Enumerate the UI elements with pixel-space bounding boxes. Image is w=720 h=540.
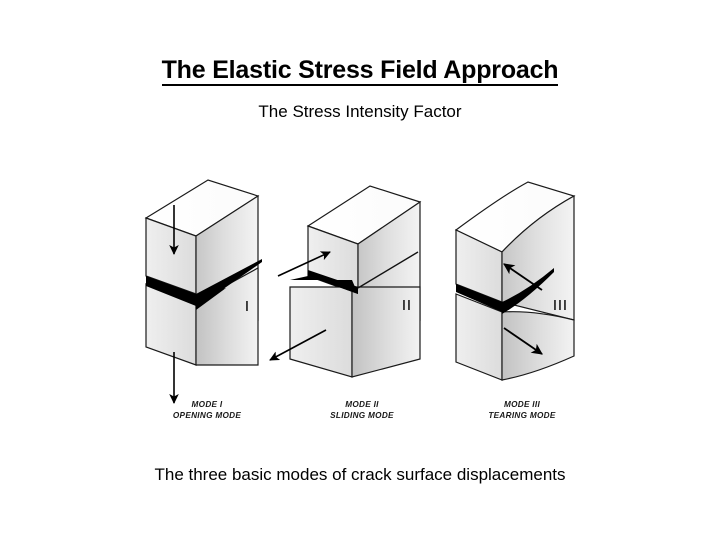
mode-ii-label-line1: MODE II (345, 400, 379, 409)
mode-iii-label-line2: TEARING MODE (488, 411, 556, 420)
mode-iii-front-face-upper (501, 194, 575, 321)
mode-ii-crack-offset-face (290, 276, 358, 294)
mode-iii-arrow-downright (503, 327, 543, 355)
page-subtitle: The Stress Intensity Factor (258, 102, 462, 121)
mode-iii-marker (554, 300, 566, 310)
crack-modes-figure: MODE I OPENING MODE (130, 160, 600, 430)
mode-iii-block-group (454, 181, 576, 381)
mode-ii-label-line2: SLIDING MODE (330, 411, 394, 420)
page-title: The Elastic Stress Field Approach (161, 57, 559, 87)
mode-i-crack-opening-left (146, 276, 196, 306)
mode-iii-crack-left (456, 284, 502, 312)
mode-ii-crack-shadow (308, 270, 358, 294)
mode-i-label-line1: MODE I (192, 400, 223, 409)
mode-i-label-line2: OPENING MODE (173, 411, 241, 420)
mode-iii-arrow-upleft (503, 263, 543, 291)
mode-i-block-group (144, 179, 262, 404)
mode-i-marker (246, 301, 248, 311)
mode-iii-front-face-lower (501, 311, 575, 381)
figure-caption: The three basic modes of crack surface d… (154, 465, 566, 484)
title-container: The Elastic Stress Field Approach (0, 57, 720, 87)
subtitle-container: The Stress Intensity Factor (0, 102, 720, 122)
caption-container: The three basic modes of crack surface d… (0, 465, 720, 485)
mode-ii-crack-line (357, 251, 419, 289)
mode-i-front-face-lower (195, 266, 259, 366)
mode-i-crack-wedge (196, 288, 226, 310)
mode-iii-label-line1: MODE III (504, 400, 540, 409)
mode-iii-crack-wedge (502, 268, 554, 314)
crack-modes-svg: MODE I OPENING MODE (144, 179, 576, 420)
mode-ii-arrow-upright (277, 251, 331, 277)
mode-ii-marker (403, 300, 410, 310)
mode-ii-block-group (269, 185, 422, 378)
mode-ii-arrow-downleft (269, 329, 327, 361)
